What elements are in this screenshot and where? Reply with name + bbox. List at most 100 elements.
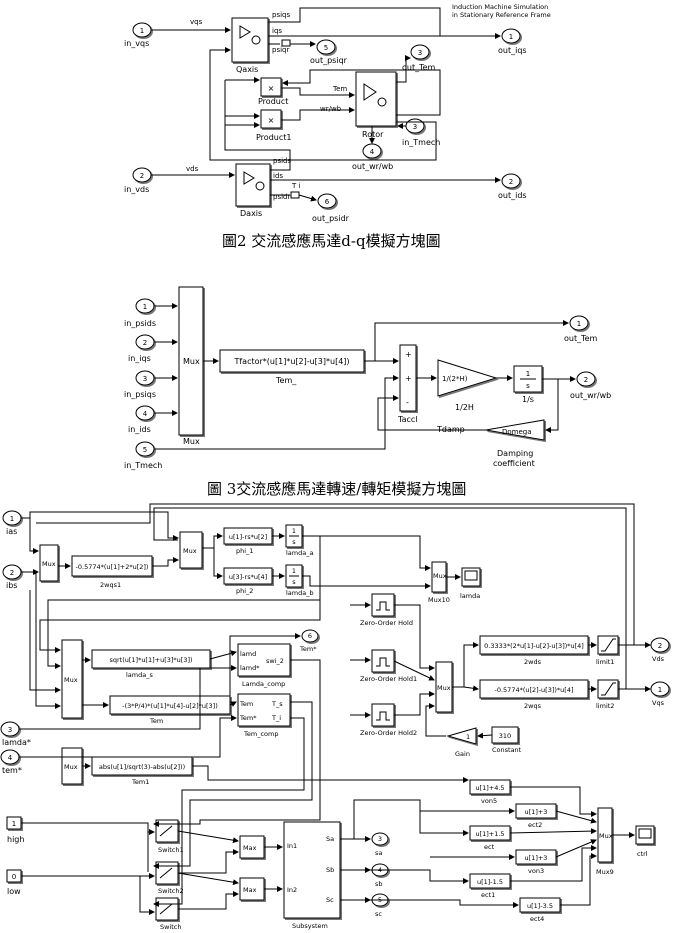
fcn-tem1[interactable]: abs(u[1]/sqrt(3)-abs(u[2])) Tem1 bbox=[91, 756, 193, 786]
port-number: 4 bbox=[143, 410, 148, 418]
const-label: Constant bbox=[492, 746, 522, 754]
int-num: 1 bbox=[292, 567, 296, 575]
fig2-gain-2h[interactable]: 1/(2*H) 1/2H bbox=[437, 359, 498, 412]
lamda-comp[interactable]: lamd lamd* swi_2 Lamda_comp bbox=[237, 643, 291, 688]
saturation-limit2[interactable]: limit2 bbox=[596, 679, 619, 710]
zoh-label: Zero-Order Hold bbox=[360, 619, 413, 627]
inport-in-tmech[interactable]: 3 in_Tmech bbox=[402, 118, 440, 147]
inport-ibs[interactable]: 2 ibs bbox=[2, 564, 22, 590]
zoh-0[interactable]: Zero-Order Hold bbox=[360, 593, 413, 627]
inport-in-psids[interactable]: 1 in_psids bbox=[124, 298, 156, 328]
fcn-ect2[interactable]: u[1]+3 ect2 bbox=[515, 803, 557, 829]
fcn-2wqs[interactable]: -0.5774*(u[2]-u[3])*u[4] 2wqs bbox=[479, 679, 589, 710]
port-number: 1 bbox=[140, 27, 144, 35]
qaxis-block[interactable]: Qaxis bbox=[231, 17, 269, 74]
constant-block[interactable]: 310 Constant bbox=[491, 726, 522, 754]
fcn-ect[interactable]: u[1]+1.5 ect bbox=[469, 825, 511, 851]
mux-low[interactable]: Mux bbox=[61, 747, 83, 785]
inport-in-ids[interactable]: 4 in_ids bbox=[128, 405, 155, 434]
port-label: in_psids bbox=[124, 319, 156, 328]
outport-out-psiqr[interactable]: 5 out_psiqr bbox=[310, 39, 348, 65]
port-number: 1 bbox=[658, 686, 662, 694]
inport-in-vds[interactable]: 2 in_vds bbox=[124, 167, 152, 194]
fcn-text: u[1]+1.5 bbox=[475, 830, 504, 838]
outport-out-psidr[interactable]: 6 out_psidr bbox=[312, 193, 350, 223]
max-1[interactable]: Max bbox=[239, 835, 265, 859]
fig2-integrator[interactable]: 1 s 1/s bbox=[513, 365, 543, 404]
fcn-label: ect4 bbox=[530, 915, 544, 923]
mux-label: Mux bbox=[433, 572, 447, 580]
integrator-lamda-b[interactable]: 1 s lamda_b bbox=[285, 564, 314, 597]
terminator-small bbox=[290, 191, 300, 199]
product-block[interactable]: × Product bbox=[258, 77, 288, 106]
fig2-fcn-tem[interactable]: Tfactor*(u[1]*u[2]-u[3]*u[4]) Tem_ bbox=[219, 349, 365, 385]
inport-tem[interactable]: 4 tem* bbox=[0, 749, 22, 775]
mux-top[interactable]: Mux bbox=[39, 544, 59, 582]
port-number: 4 bbox=[8, 754, 13, 762]
fcn-phi1[interactable]: u[1]-rs*u[2] phi_1 bbox=[223, 527, 273, 555]
outport-sb[interactable]: 4 sb bbox=[371, 863, 389, 888]
outport-out-iqs[interactable]: 1 out_iqs bbox=[498, 28, 527, 55]
inport-ias[interactable]: 1 ias bbox=[2, 510, 22, 536]
outport-sc[interactable]: 5 sc bbox=[371, 893, 389, 918]
inport-in-tmech[interactable]: 5 in_Tmech bbox=[124, 441, 162, 470]
outport-out-wrwb[interactable]: 4 out_wr/wb bbox=[352, 143, 393, 171]
fig2-damping[interactable]: Domega Damping coefficient bbox=[485, 419, 545, 468]
fig2-mux[interactable]: Mux Mux bbox=[178, 286, 204, 446]
saturation-limit1[interactable]: limit1 bbox=[596, 635, 619, 666]
fcn-ect4[interactable]: u[1]-3.5 ect4 bbox=[519, 897, 561, 923]
mux-a[interactable]: Mux bbox=[179, 531, 203, 569]
port-label: out_iqs bbox=[498, 46, 527, 55]
max-2[interactable]: Max bbox=[239, 877, 265, 901]
mux-mid[interactable]: Mux bbox=[61, 639, 83, 719]
fcn-2wqs1[interactable]: -0.5774*(u[1]+2*u[2]) 2wqs1 bbox=[71, 555, 153, 589]
fcn-tem[interactable]: -(3*P/4)*(u[1]*u[4]-u[2]*u[3]) Tem bbox=[109, 695, 231, 725]
mux9[interactable]: Mux Mux9 bbox=[596, 807, 614, 876]
switch1[interactable]: Switch1 bbox=[155, 819, 184, 854]
outport-vqs[interactable]: 1 Vqs bbox=[650, 681, 670, 707]
const-high[interactable]: 1 high bbox=[6, 816, 24, 844]
port-label: in_vqs bbox=[124, 39, 149, 48]
mux-right[interactable]: Mux bbox=[435, 661, 453, 713]
rotor-block[interactable]: Rotor bbox=[355, 71, 397, 139]
integrator-lamda-a[interactable]: 1 s lamda_a bbox=[285, 524, 313, 557]
zoh-2[interactable]: Zero-Order Hold2 bbox=[360, 703, 417, 737]
sub-port: swi_2 bbox=[266, 657, 284, 665]
mux-label: Mux bbox=[183, 437, 200, 446]
daxis-block[interactable]: Daxis bbox=[235, 163, 271, 218]
outport-out-ids[interactable]: 2 out_ids bbox=[498, 173, 527, 200]
fcn-von5[interactable]: u[1]+4.5 von5 bbox=[469, 779, 511, 805]
scope-label: ctrl bbox=[637, 850, 648, 858]
subsystem[interactable]: In1 In2 Sa Sb Sc Subsystem bbox=[283, 821, 341, 930]
fcn-ect1[interactable]: u[1]-1.5 ect1 bbox=[469, 873, 511, 899]
scope-lamda[interactable]: lamda bbox=[460, 567, 481, 600]
outport-tem-star[interactable]: 6 Tem* bbox=[299, 629, 319, 653]
inport-lamda[interactable]: 3 lamda* bbox=[0, 721, 31, 747]
outport-vds[interactable]: 2 Vds bbox=[650, 637, 670, 663]
fcn-2wds[interactable]: 0.3333*(2*u[1]-u[2]-u[3])*u[4] 2wds bbox=[479, 635, 589, 666]
switch2[interactable]: Switch2 bbox=[155, 861, 184, 895]
scope-ctrl[interactable]: ctrl bbox=[635, 825, 655, 858]
zoh-1[interactable]: Zero-Order Hold1 bbox=[360, 649, 417, 683]
outport-sa[interactable]: 3 sa bbox=[371, 832, 389, 857]
port-number: 1 bbox=[577, 320, 581, 328]
inport-in-psiqs[interactable]: 3 in_psiqs bbox=[124, 370, 156, 399]
int-num: 1 bbox=[292, 527, 296, 535]
const-low[interactable]: 0 low bbox=[6, 869, 22, 896]
port-label: out_psidr bbox=[312, 214, 350, 223]
fig2-sum-taccl[interactable]: + + - Taccl bbox=[397, 344, 417, 424]
outport-out-tem[interactable]: 3 out_Tem bbox=[402, 44, 436, 72]
switch[interactable]: Switch bbox=[155, 897, 182, 931]
inport-in-vqs[interactable]: 1 in_vqs bbox=[124, 22, 152, 48]
fcn-phi2[interactable]: u[3]-rs*u[4] phi_2 bbox=[223, 567, 273, 595]
outport-out-wrwb[interactable]: 2 out_wr/wb bbox=[570, 371, 611, 400]
inport-in-iqs[interactable]: 2 in_iqs bbox=[128, 334, 155, 363]
product1-block[interactable]: × Product1 bbox=[256, 109, 291, 142]
mux10[interactable]: Mux Mux10 bbox=[428, 561, 450, 604]
gain-block[interactable]: 1 Gain bbox=[446, 727, 477, 758]
outport-out-tem[interactable]: 1 out_Tem bbox=[564, 315, 598, 343]
fcn-lamda-s[interactable]: sqrt(u[1]*u[1]+u[3]*u[3]) lamda_s bbox=[91, 649, 211, 679]
sub-port: In2 bbox=[287, 886, 297, 894]
tem-comp[interactable]: Tem Tem* T_s T_i Tem_comp bbox=[237, 693, 291, 738]
fcn-von3[interactable]: u[1]+3 von3 bbox=[515, 849, 557, 875]
